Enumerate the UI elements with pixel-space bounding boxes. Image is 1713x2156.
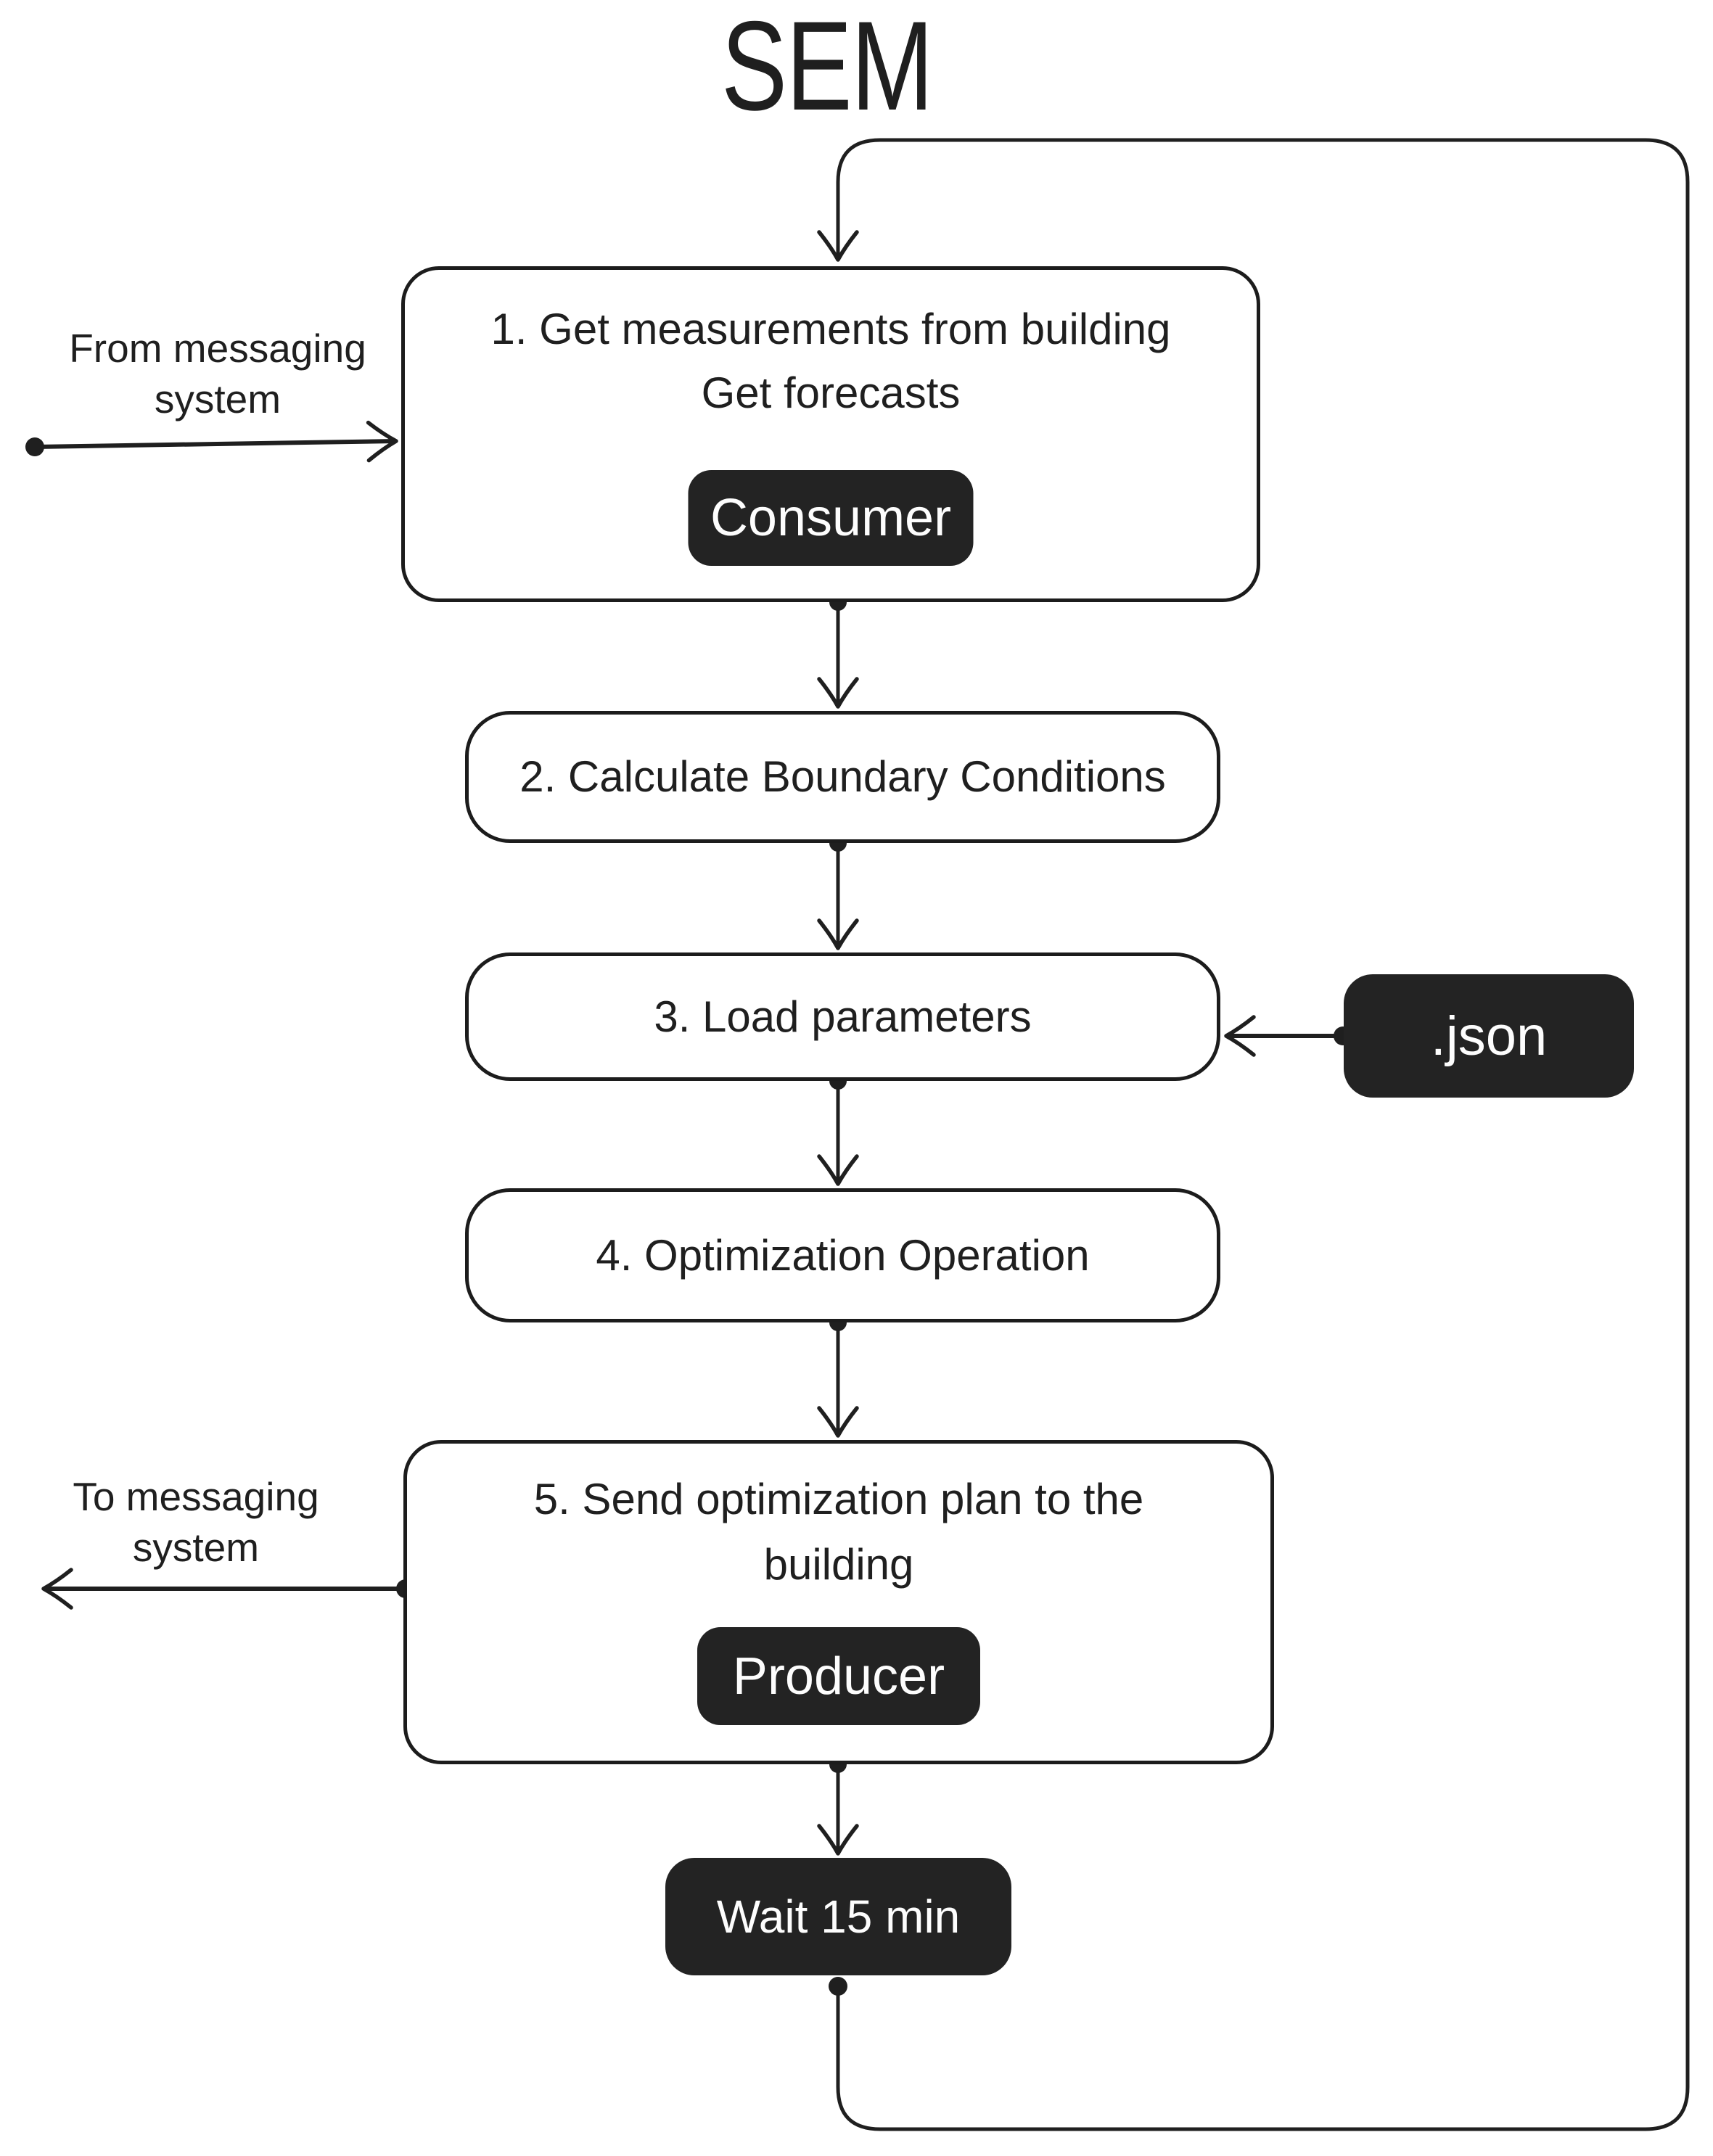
node-step5-label-line2: building: [763, 1540, 914, 1589]
node-step4: 4. Optimization Operation: [465, 1188, 1220, 1322]
node-step5-label-line1: 5. Send optimization plan to the: [533, 1475, 1144, 1523]
from-messaging-label-line1: From messaging: [69, 326, 366, 371]
wait-node: Wait 15 min: [665, 1858, 1011, 1975]
connector-from-messaging: [34, 420, 398, 463]
node-step1: 1. Get measurements from building Get fo…: [401, 266, 1260, 602]
loop-connector: [817, 138, 1690, 2131]
consumer-badge: Consumer: [688, 470, 974, 566]
to-messaging-label: To messaging system: [29, 1471, 363, 1573]
page-title: SEM: [721, 0, 934, 137]
from-messaging-label: From messaging system: [44, 323, 392, 424]
junction-dot-from-messaging: [25, 437, 44, 456]
node-step2-label: 2. Calculate Boundary Conditions: [519, 752, 1166, 801]
node-step3-label: 3. Load parameters: [654, 992, 1032, 1041]
junction-dot-wait-bottom: [829, 1977, 847, 1996]
from-messaging-label-line2: system: [154, 377, 282, 421]
node-step2: 2. Calculate Boundary Conditions: [465, 711, 1220, 843]
node-step5: 5. Send optimization plan to the buildin…: [403, 1440, 1274, 1764]
node-step4-label: 4. Optimization Operation: [596, 1230, 1090, 1280]
json-file-label: .json: [1430, 1005, 1548, 1067]
wait-node-label: Wait 15 min: [716, 1890, 961, 1943]
node-step3: 3. Load parameters: [465, 952, 1220, 1081]
to-messaging-label-line2: system: [132, 1525, 260, 1570]
json-file-node: .json: [1344, 974, 1634, 1098]
to-messaging-label-line1: To messaging: [73, 1474, 319, 1519]
producer-badge: Producer: [697, 1627, 980, 1725]
node-step1-label-line1: 1. Get measurements from building: [490, 305, 1171, 353]
node-step1-label-line2: Get forecasts: [701, 369, 961, 417]
